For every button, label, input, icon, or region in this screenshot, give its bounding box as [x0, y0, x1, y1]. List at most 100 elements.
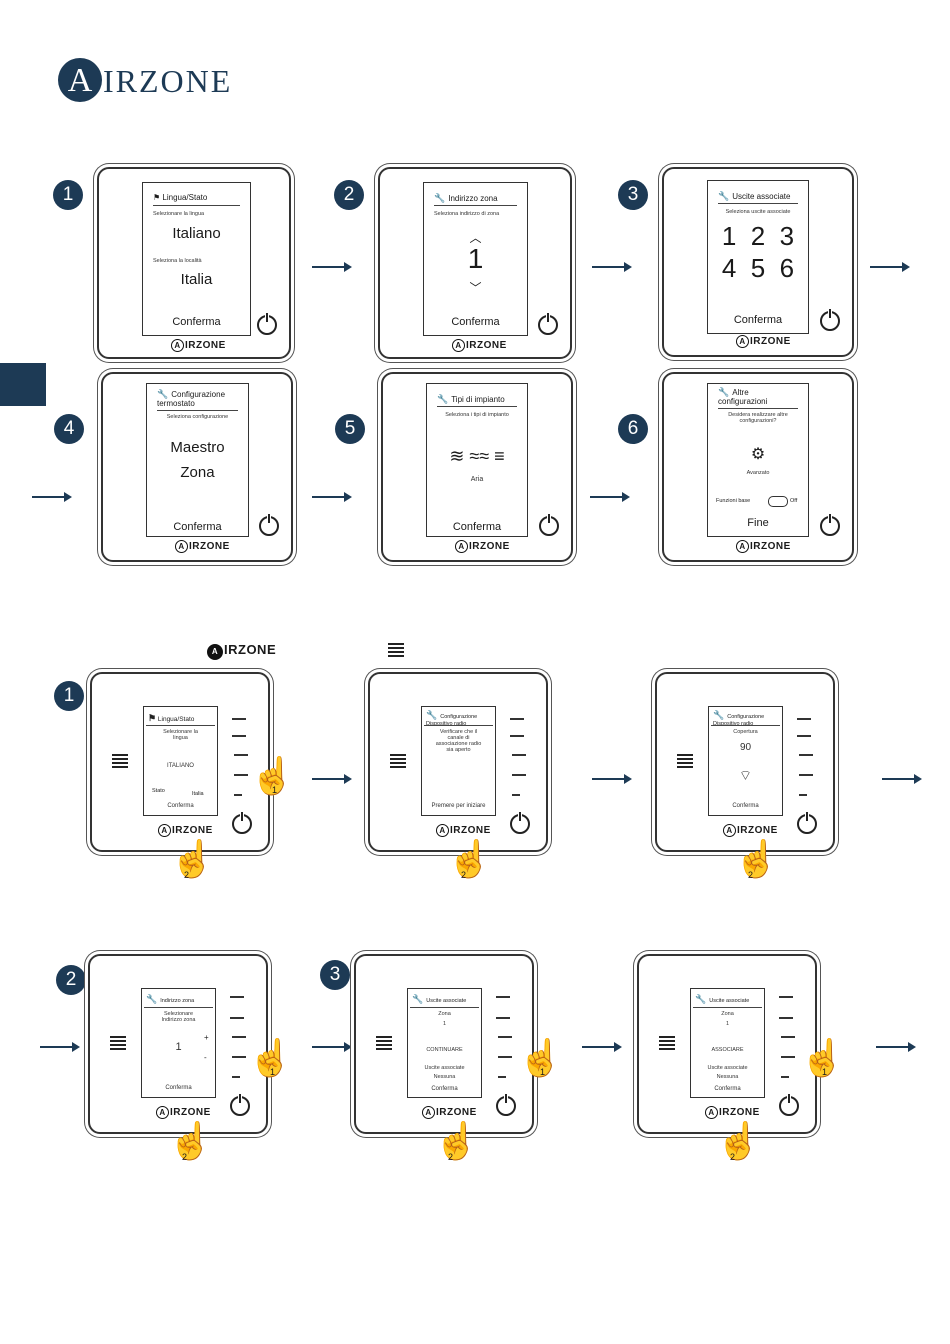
touch-button[interactable] [797, 735, 811, 737]
device-screen: 🔧Configurazione Dispositivo radio Verifi… [421, 706, 496, 816]
logo-wordmark: IRZONE [103, 63, 233, 99]
thermostat-device: 🔧Indirizzo zona Seleziona indirizzo di z… [378, 167, 572, 359]
menu-icon[interactable] [376, 1036, 392, 1052]
divider [718, 408, 798, 409]
touch-button[interactable] [512, 754, 526, 756]
touch-button[interactable] [496, 996, 510, 998]
touch-button[interactable] [234, 754, 248, 756]
touch-button[interactable] [230, 996, 244, 998]
touch-button[interactable] [234, 774, 248, 776]
menu-icon[interactable] [110, 1036, 126, 1052]
power-icon[interactable] [257, 313, 277, 335]
confirm-label[interactable]: Conferma [431, 1086, 458, 1092]
power-icon[interactable] [797, 812, 817, 834]
touch-button[interactable] [230, 1017, 244, 1019]
chevron-down-icon[interactable]: ﹀ [469, 281, 482, 295]
touch-button[interactable] [779, 1017, 793, 1019]
touch-button[interactable] [498, 1036, 512, 1038]
toggle-value: Off [790, 498, 798, 504]
output-row[interactable]: 4 5 6 [721, 253, 795, 283]
touch-button[interactable] [232, 1036, 246, 1038]
step-badge: 3 [618, 180, 648, 210]
zone-value: 1 [442, 1021, 447, 1027]
output-row[interactable]: 1 2 3 [721, 221, 795, 251]
power-icon[interactable] [820, 514, 840, 536]
power-icon[interactable] [538, 313, 558, 335]
touch-button[interactable] [512, 794, 520, 796]
chevron-up-icon[interactable]: ︿ [469, 231, 482, 245]
next-arrow [312, 774, 352, 784]
divider [424, 725, 493, 726]
option-label[interactable]: Zona [180, 464, 215, 481]
screen-subtitle: Selezionare la lingua [163, 729, 198, 741]
power-icon[interactable] [259, 514, 279, 536]
confirm-label[interactable]: Conferma [452, 521, 502, 533]
touch-button[interactable] [510, 718, 524, 720]
power-icon[interactable] [230, 1094, 250, 1116]
confirm-label[interactable]: Conferma [167, 803, 194, 809]
touch-button[interactable] [498, 1076, 506, 1078]
wrench-icon: 🔧 [695, 994, 707, 1004]
menu-icon[interactable] [390, 754, 406, 770]
touch-button[interactable] [781, 1056, 795, 1058]
touch-button[interactable] [781, 1076, 789, 1078]
touch-button[interactable] [496, 1017, 510, 1019]
screen-value: Italiano [172, 225, 221, 242]
toggle-switch[interactable] [768, 496, 788, 507]
divider [434, 205, 517, 206]
coverage-value: 90 [739, 742, 752, 753]
option-label[interactable]: Maestro [170, 439, 225, 456]
divider [144, 1007, 213, 1008]
air-system-icon[interactable]: ≋ ≈≈ ≡ [449, 446, 505, 466]
divider [146, 725, 215, 726]
menu-icon[interactable] [112, 754, 128, 770]
touch-button[interactable] [232, 1076, 240, 1078]
zone-label: Zona [721, 1011, 734, 1017]
next-arrow [876, 1042, 916, 1052]
power-icon[interactable] [779, 1094, 799, 1116]
touch-button[interactable] [232, 1056, 246, 1058]
step-badge: 5 [335, 414, 365, 444]
touch-button[interactable] [498, 1056, 512, 1058]
touch-button[interactable] [781, 1036, 795, 1038]
touch-button[interactable] [232, 735, 246, 737]
wrench-icon: 🔧 [434, 193, 446, 203]
menu-icon[interactable] [659, 1036, 675, 1052]
finger-tap-icon: ☝2 [734, 838, 779, 880]
zone-label: Zona [438, 1011, 451, 1017]
lite-device: 🔧Configurazione Dispositivo radio Verifi… [368, 672, 548, 852]
screen-title: 🔧Altre configurazioni [718, 387, 768, 407]
power-icon[interactable] [539, 514, 559, 536]
system-label: Aria [470, 476, 484, 483]
touch-button[interactable] [510, 735, 524, 737]
confirm-label[interactable]: Conferma [733, 314, 783, 326]
power-icon[interactable] [496, 1094, 516, 1116]
divider [718, 203, 798, 204]
touch-button[interactable] [512, 774, 526, 776]
touch-button[interactable] [799, 794, 807, 796]
power-icon[interactable] [820, 309, 840, 331]
finish-label[interactable]: Fine [747, 517, 769, 529]
power-icon[interactable] [232, 812, 252, 834]
touch-button[interactable] [799, 754, 813, 756]
touch-button[interactable] [234, 794, 242, 796]
power-icon[interactable] [510, 812, 530, 834]
touch-button[interactable] [779, 996, 793, 998]
device-screen: 🔧Tipi di impianto Seleziona i tipi di im… [426, 383, 528, 537]
confirm-label[interactable]: Conferma [172, 316, 221, 328]
divider [437, 406, 517, 407]
start-label[interactable]: Premere per iniziare [431, 803, 486, 809]
gear-icon[interactable]: ⚙ [750, 446, 766, 463]
confirm-label[interactable]: Conferma [732, 803, 759, 809]
menu-icon[interactable] [677, 754, 693, 770]
confirm-label[interactable]: Conferma [714, 1086, 741, 1092]
touch-button[interactable] [232, 718, 246, 720]
confirm-label[interactable]: Conferma [451, 316, 500, 328]
confirm-label[interactable]: Conferma [173, 521, 222, 533]
coverage-label: Copertura [733, 729, 758, 735]
touch-button[interactable] [797, 718, 811, 720]
outputs-value: Nessuna [433, 1074, 456, 1080]
touch-button[interactable] [799, 774, 813, 776]
screen-value: Italia [180, 271, 213, 288]
confirm-label[interactable]: Conferma [165, 1085, 192, 1091]
